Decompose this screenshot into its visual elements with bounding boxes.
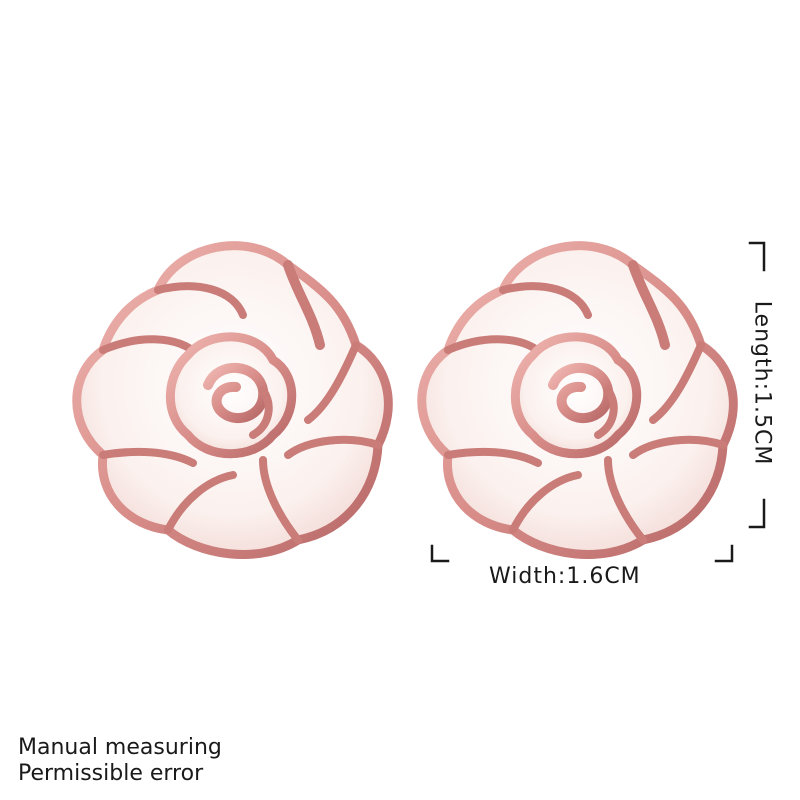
length-label: Length:1.5CM	[749, 300, 775, 466]
measurement-note: Manual measuring Permissible error	[18, 735, 222, 787]
length-bracket-top	[748, 241, 766, 272]
length-bracket-bottom	[748, 498, 766, 529]
width-label: Width:1.6CM	[489, 564, 641, 589]
note-line-2: Permissible error	[18, 761, 204, 786]
left-rose-earring	[58, 235, 394, 560]
rose-earring-illustration	[417, 241, 738, 559]
note-line-1: Manual measuring	[18, 735, 222, 760]
right-rose-earring	[403, 235, 739, 560]
rose-earring-illustration	[72, 241, 393, 559]
